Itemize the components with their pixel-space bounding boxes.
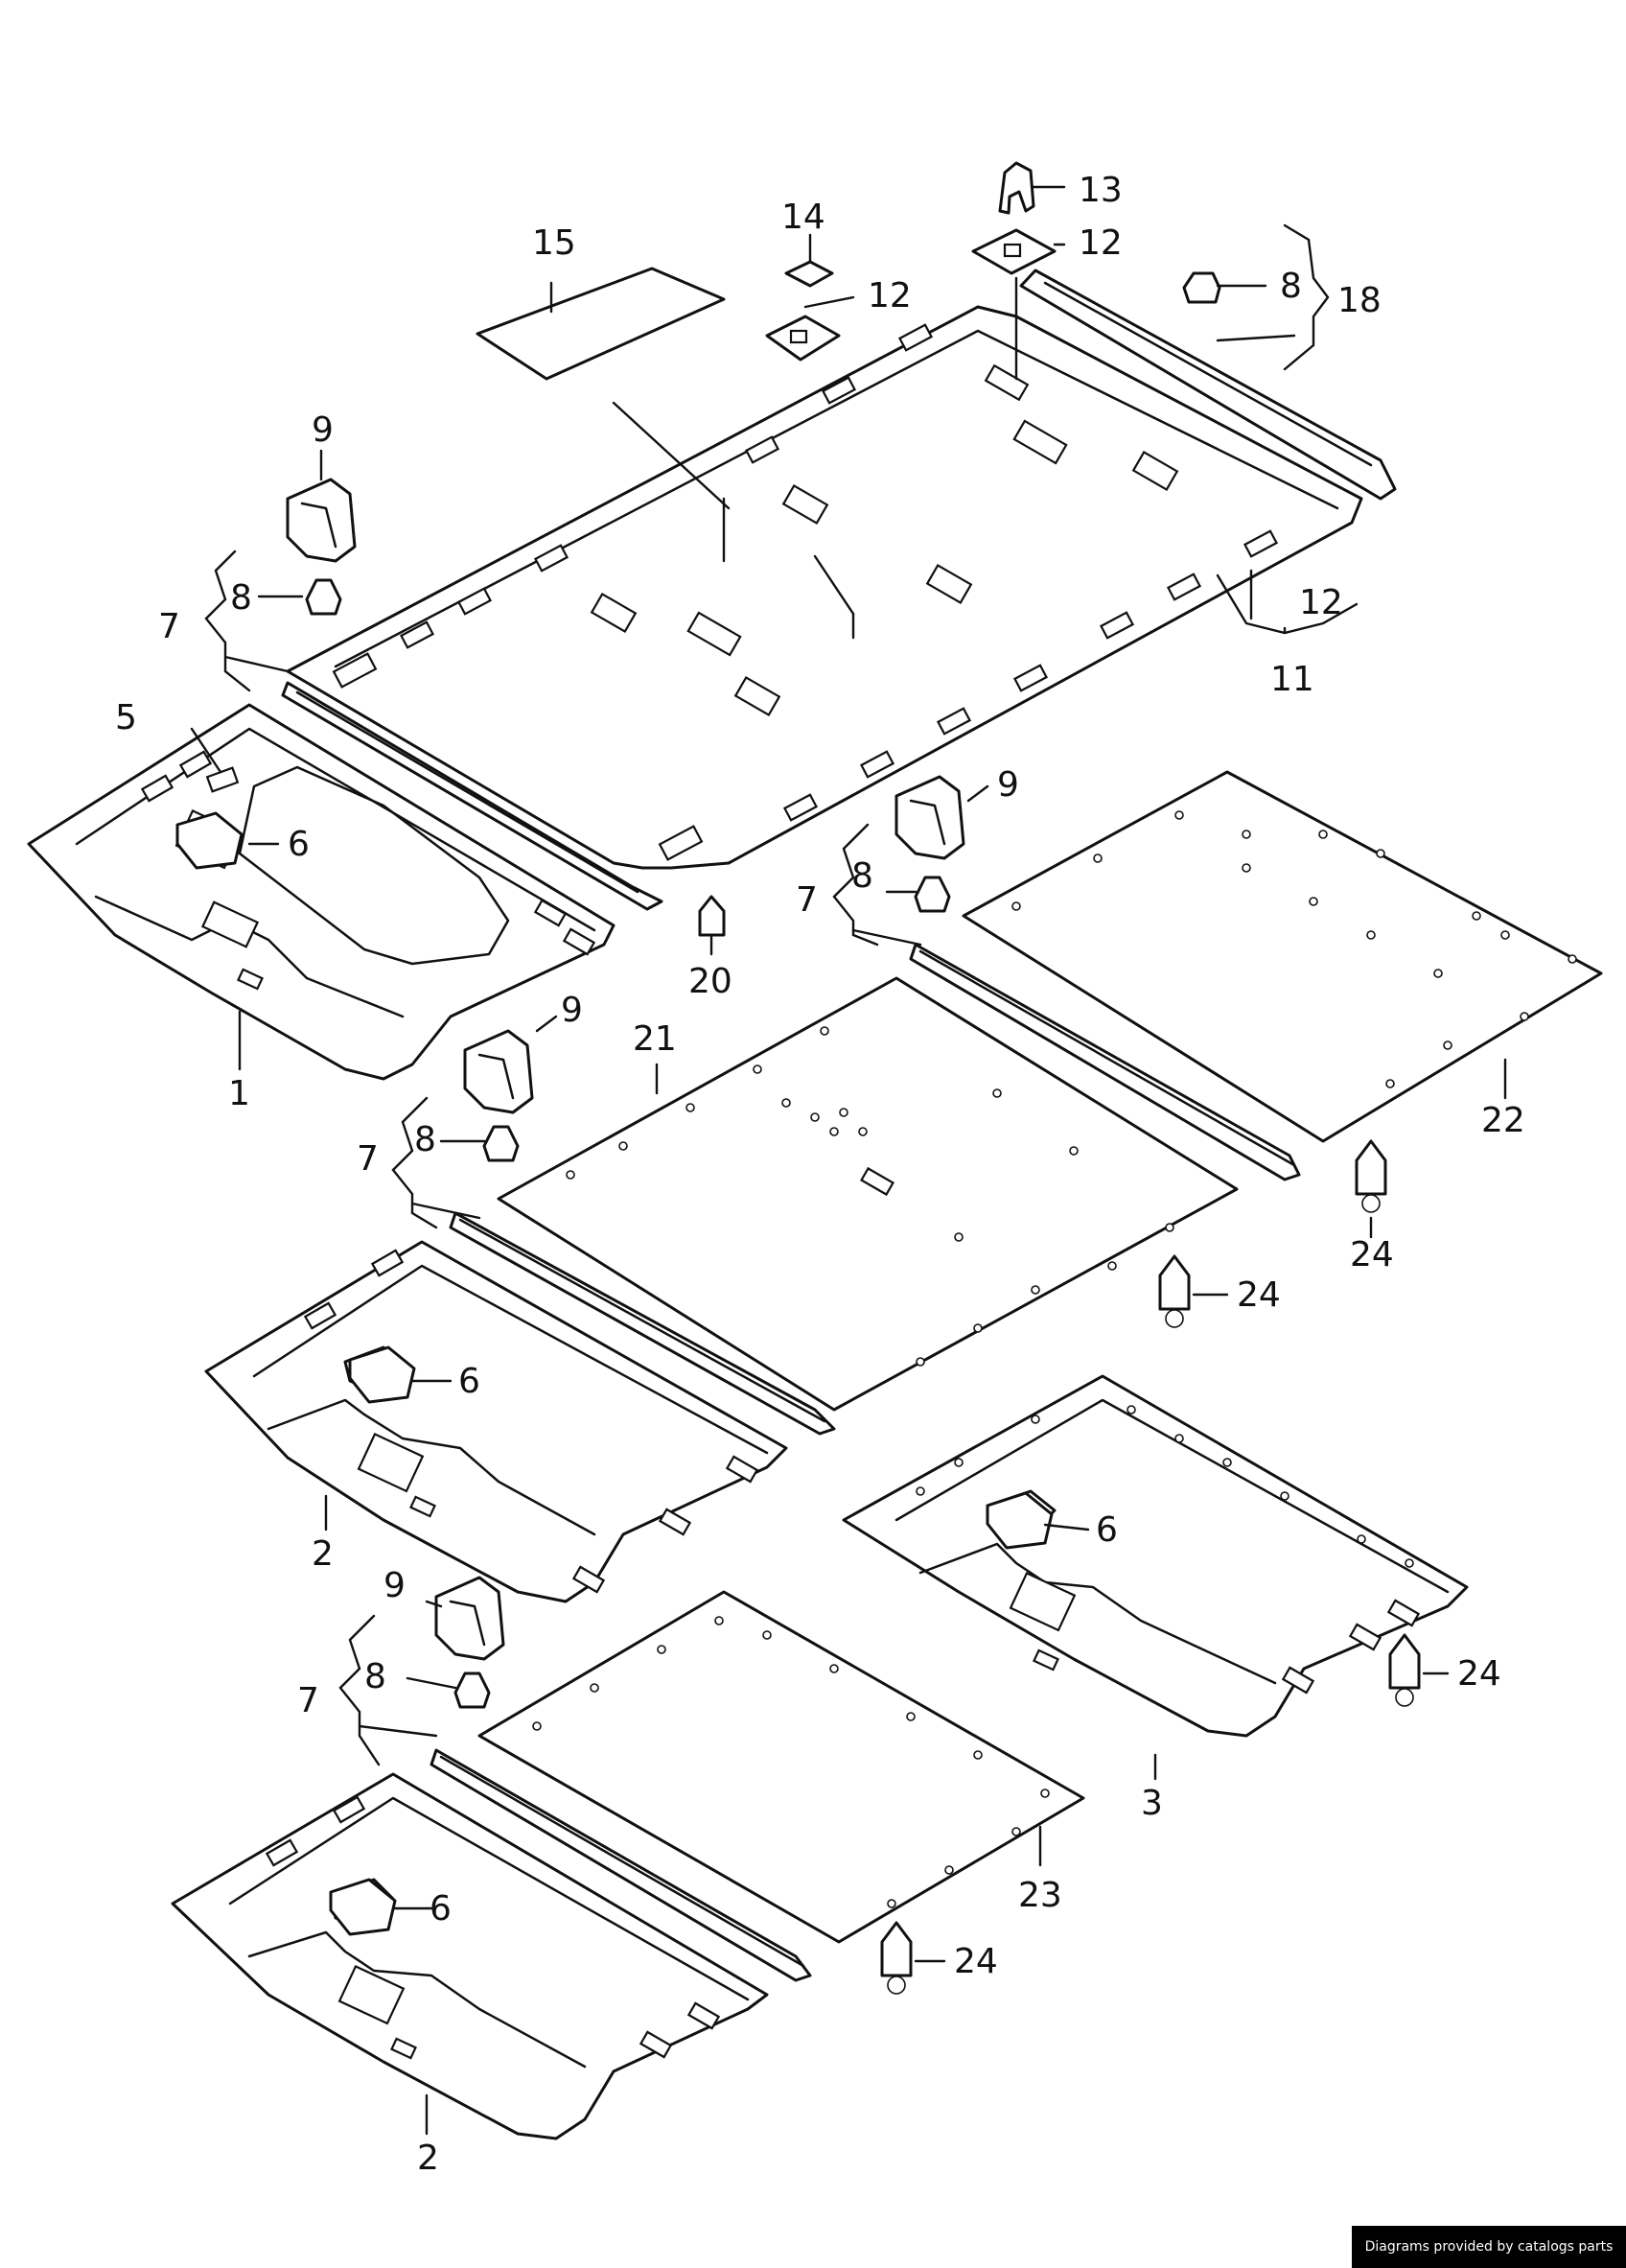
callout-6-d: 6 [430, 1889, 452, 1929]
callout-9-c: 9 [561, 991, 583, 1030]
screw-24-c[interactable] [1388, 1633, 1421, 1707]
callout-8-top: 8 [1280, 267, 1302, 306]
callout-7-a: 7 [158, 607, 180, 646]
callout-24-c: 24 [1457, 1654, 1501, 1694]
screw-24-b[interactable] [1158, 1254, 1191, 1328]
clip-14[interactable] [784, 260, 834, 288]
callout-9-d: 9 [383, 1566, 406, 1605]
callout-1: 1 [228, 1074, 250, 1113]
callout-7-b: 7 [796, 880, 818, 920]
screw-24-a[interactable] [1355, 1139, 1387, 1213]
footer-credit: Diagrams provided by catalogs parts [1352, 2226, 1626, 2268]
callout-12-right: 12 [1299, 583, 1343, 622]
roof-rail-lower[interactable] [430, 1748, 812, 1982]
callout-20: 20 [688, 962, 732, 1001]
callout-13: 13 [1079, 171, 1123, 210]
callout-6-b: 6 [458, 1362, 480, 1401]
callout-23: 23 [1018, 1876, 1062, 1915]
callout-18: 18 [1337, 281, 1382, 320]
callout-12-left: 12 [868, 276, 912, 316]
clip-13[interactable] [998, 161, 1035, 215]
callout-12-top: 12 [1079, 223, 1123, 263]
callout-14: 14 [781, 198, 825, 237]
nut-8-top[interactable] [1182, 271, 1221, 304]
callout-2-upper: 2 [312, 1534, 334, 1574]
pin-20[interactable] [698, 895, 726, 937]
callout-6-c: 6 [1096, 1510, 1118, 1550]
callout-11: 11 [1270, 660, 1314, 699]
callout-24-a: 24 [1350, 1235, 1394, 1274]
cap-6-a[interactable] [175, 811, 244, 870]
callout-9-b: 9 [997, 765, 1019, 805]
cap-6-c[interactable] [986, 1491, 1054, 1550]
roof-rail-middle[interactable] [449, 943, 1301, 1436]
callout-labels: 15 14 12 13 12 8 18 12 11 9 8 7 5 6 1 20… [115, 171, 1525, 2178]
roof-headliner-panel[interactable] [281, 269, 1397, 911]
clip-9-a[interactable] [286, 478, 357, 563]
callout-6-a: 6 [288, 825, 310, 864]
sunroof-plate-23[interactable] [477, 1590, 1085, 1944]
callout-24-b: 24 [1237, 1275, 1281, 1315]
nut-8-b[interactable] [914, 876, 951, 913]
clip-9-c[interactable] [463, 1029, 534, 1114]
callout-8-c: 8 [414, 1120, 436, 1159]
screw-24-d[interactable] [880, 1921, 913, 1995]
bracket-12-top[interactable] [971, 228, 1057, 275]
headliner-3[interactable] [842, 1374, 1469, 1738]
leader-lines [190, 185, 1507, 2136]
insulation-pad-15[interactable] [476, 267, 726, 381]
callout-21: 21 [633, 1019, 677, 1059]
callout-7-c: 7 [357, 1139, 379, 1179]
sunroof-plate-21[interactable] [497, 976, 1239, 1412]
nut-8-c[interactable] [482, 1125, 520, 1162]
callout-9-a: 9 [312, 410, 334, 450]
cap-6-b[interactable] [348, 1345, 416, 1404]
callout-8-a: 8 [230, 578, 252, 618]
callout-2-lower: 2 [417, 2139, 439, 2178]
nut-8-d[interactable] [453, 1672, 491, 1709]
sunroof-plate-22[interactable] [962, 770, 1603, 1143]
clip-9-b[interactable] [894, 775, 965, 860]
cap-6-d[interactable] [329, 1878, 397, 1936]
nut-8-a[interactable] [305, 578, 342, 616]
callout-24-d: 24 [954, 1942, 998, 1981]
callout-22: 22 [1481, 1101, 1525, 1140]
callout-8-d: 8 [364, 1657, 386, 1696]
bracket-12-left[interactable] [765, 315, 841, 362]
callout-5: 5 [115, 698, 137, 737]
callout-15: 15 [532, 223, 576, 263]
callout-3: 3 [1141, 1784, 1163, 1823]
callout-8-b: 8 [851, 856, 873, 896]
clip-9-d[interactable] [434, 1576, 505, 1661]
callout-7-d: 7 [297, 1681, 319, 1720]
